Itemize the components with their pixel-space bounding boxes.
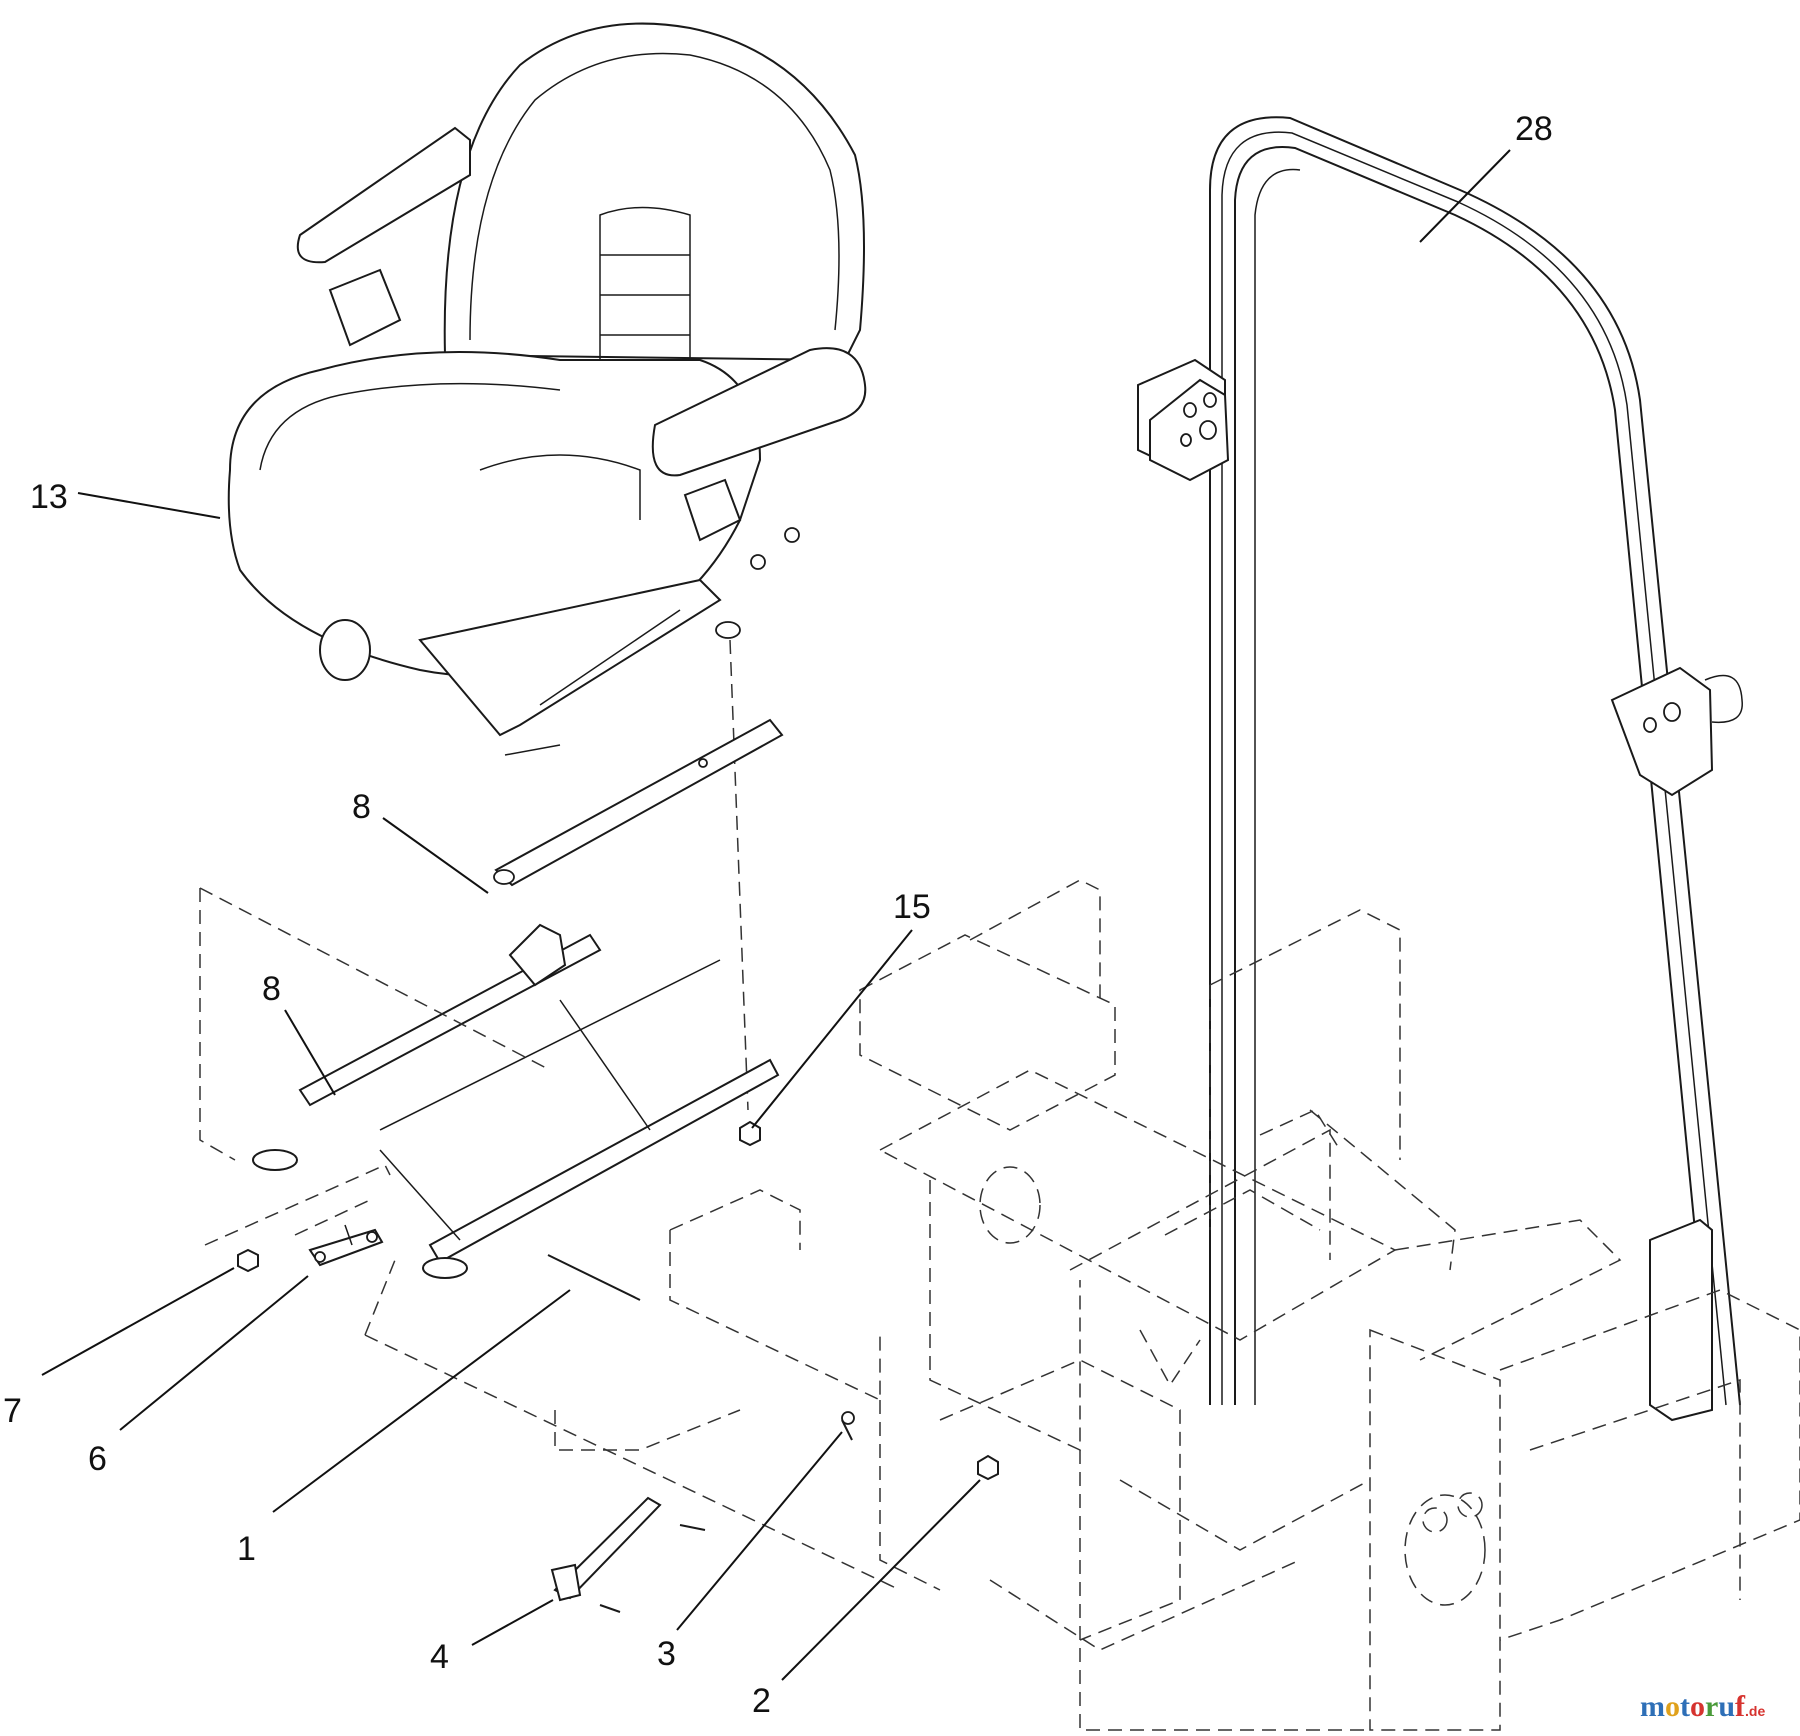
leader-lines: [41, 149, 1511, 1681]
callout-28: 28: [1515, 110, 1553, 148]
upper-seat-rail: [493, 718, 784, 887]
callout-3: 3: [657, 1635, 676, 1673]
watermark-logo: motoruf.de: [1640, 1690, 1765, 1723]
roll-bar: [1137, 116, 1743, 1422]
alignment-line: [729, 639, 749, 1111]
callout-4: 4: [430, 1638, 449, 1676]
seat: [227, 22, 867, 756]
callout-13: 13: [30, 478, 68, 516]
callout-2: 2: [752, 1682, 771, 1720]
watermark-text: motoruf.de: [1640, 1690, 1765, 1723]
chassis-frame: [554, 879, 1800, 1731]
callout-15: 15: [893, 888, 931, 926]
callout-7: 7: [3, 1392, 22, 1430]
callout-1: 1: [237, 1530, 256, 1568]
seat-mount-frame: [199, 887, 999, 1613]
callout-labels: 28 13 8 15 8 7 6 1 4 3 2: [3, 110, 1553, 1720]
callout-8-upper: 8: [352, 788, 371, 826]
callout-6: 6: [88, 1440, 107, 1478]
callout-8-lower: 8: [262, 970, 281, 1008]
